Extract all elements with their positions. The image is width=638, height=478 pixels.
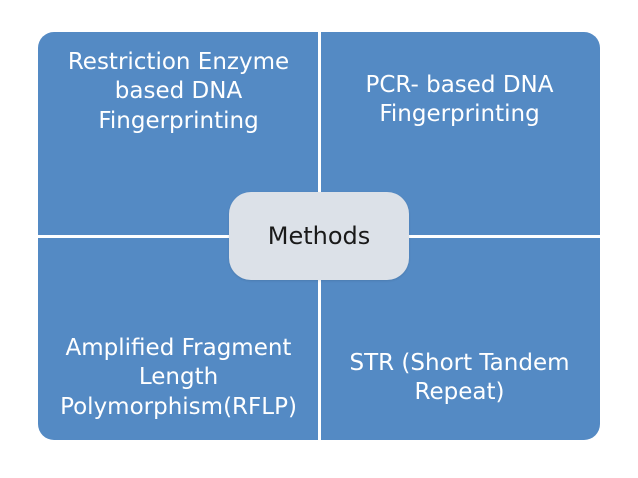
center-methods-badge[interactable]: Methods: [229, 192, 409, 280]
quadrant-bottom-left-label: Amplified Fragment Length Polymorphism(R…: [60, 334, 297, 420]
methods-matrix-diagram: Restriction Enzyme based DNA Fingerprint…: [38, 32, 600, 440]
quadrant-top-right-label: PCR- based DNA Fingerprinting: [365, 71, 554, 127]
quadrant-bottom-right[interactable]: STR (Short Tandem Repeat): [319, 236, 600, 440]
quadrant-bottom-left[interactable]: Amplified Fragment Length Polymorphism(R…: [38, 236, 319, 440]
quadrant-bottom-right-label: STR (Short Tandem Repeat): [349, 349, 570, 405]
center-methods-label: Methods: [267, 222, 371, 250]
quadrant-top-left[interactable]: Restriction Enzyme based DNA Fingerprint…: [38, 32, 319, 236]
quadrant-top-left-label: Restriction Enzyme based DNA Fingerprint…: [67, 48, 290, 134]
quadrant-top-right[interactable]: PCR- based DNA Fingerprinting: [319, 32, 600, 236]
